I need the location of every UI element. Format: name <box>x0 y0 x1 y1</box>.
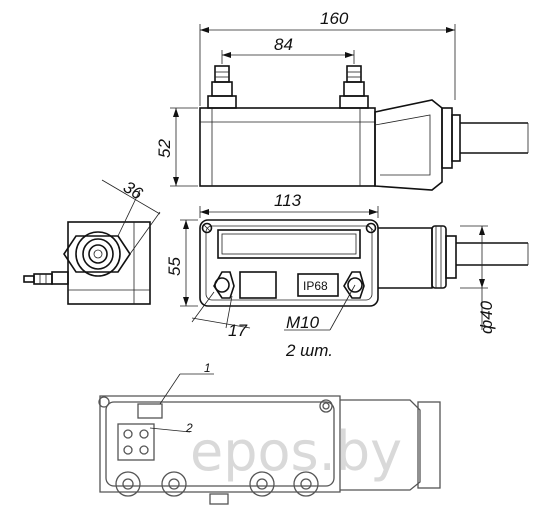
bolt-left <box>207 65 237 109</box>
side-elevation-view: 160 84 52 <box>155 9 529 191</box>
internal-view: 1 2 <box>98 361 441 505</box>
dim-overall-length: 160 <box>320 9 349 28</box>
end-view: 36 <box>23 177 161 305</box>
dim-hex-size: 36 <box>120 177 147 203</box>
dim-cable-diameter: ф40 <box>477 300 496 334</box>
front-view: IP68 113 55 17 M10 2 шт. <box>165 191 529 360</box>
dim-offset: 17 <box>228 321 247 340</box>
callout-1: 1 <box>204 361 211 375</box>
dim-height: 52 <box>155 139 174 158</box>
dim-bolt-spacing: 84 <box>274 35 293 54</box>
callout-2: 2 <box>185 421 193 435</box>
ip-rating-label: IP68 <box>303 279 328 293</box>
dim-cover-height: 55 <box>165 257 184 276</box>
dim-qty: 2 шт. <box>285 341 333 360</box>
watermark: epos.by <box>190 420 402 483</box>
dim-thread: M10 <box>286 313 320 332</box>
bolt-right <box>339 65 369 109</box>
dim-body-length: 113 <box>274 191 302 210</box>
